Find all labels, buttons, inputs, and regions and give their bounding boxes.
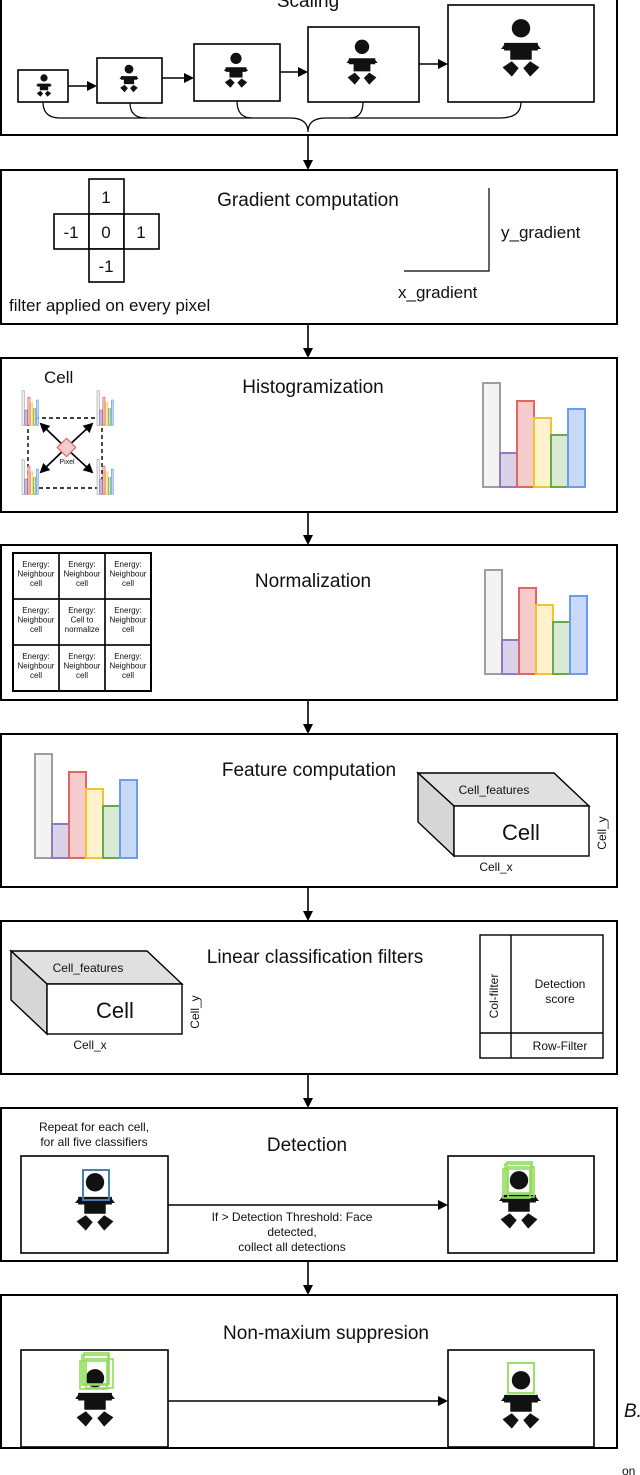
normalization-cell-text: cell xyxy=(76,579,88,588)
cell-outline xyxy=(27,417,103,489)
threshold-line-1: If > Detection Threshold: Face xyxy=(212,1210,373,1224)
feature-stage: Feature computation Cell_features Cell C… xyxy=(0,733,618,888)
normalization-cell-text: cell xyxy=(122,579,134,588)
cell-x-label: Cell_x xyxy=(73,1038,106,1052)
gradient-kernel: 1 -1 0 1 -1 xyxy=(53,178,160,283)
scaling-stage: Scaling xyxy=(0,0,618,136)
normalization-title: Normalization xyxy=(255,571,371,592)
cell-block: Cell_features Cell Cell_x Cell_y xyxy=(416,771,609,874)
normalization-cell-text: Energy: xyxy=(68,606,96,615)
threshold-line-3: collect all detections xyxy=(238,1240,345,1254)
threshold-line-2: detected, xyxy=(267,1225,316,1239)
normalization-cell-text: cell xyxy=(30,579,42,588)
normalization-cell-text: Neighbour xyxy=(64,662,101,671)
row-filter-label: Row-Filter xyxy=(533,1039,588,1053)
candidate-boxes xyxy=(502,1161,535,1199)
kernel-right: 1 xyxy=(136,223,145,242)
score-label-2: score xyxy=(545,992,575,1006)
linear-title: Linear classification filters xyxy=(207,947,423,968)
normalization-cell-text: normalize xyxy=(65,625,100,634)
cell-block: Cell_features Cell Cell_x Cell_y xyxy=(9,949,202,1052)
normalization-cell-text: Neighbour xyxy=(110,570,147,579)
normalization-cell-text: Energy: xyxy=(68,560,96,569)
candidate-boxes xyxy=(79,1352,114,1390)
detection-note-2: for all five classifiers xyxy=(40,1135,147,1149)
gradient-title: Gradient computation xyxy=(217,190,399,211)
cell-y-label: Cell_y xyxy=(188,995,202,1028)
x-gradient-label: x_gradient xyxy=(398,283,478,302)
linear-stage: Linear classification filters Cell_featu… xyxy=(0,920,618,1075)
normalization-cell-text: Energy: xyxy=(22,606,50,615)
kernel-caption: filter applied on every pixel xyxy=(9,296,210,315)
cell-x-label: Cell_x xyxy=(479,860,512,874)
kernel-bottom: -1 xyxy=(98,257,113,276)
histogram-title: Histogramization xyxy=(242,377,384,398)
normalization-grid: Energy:NeighbourcellEnergy:Neighbourcell… xyxy=(12,552,152,692)
normalization-cell-text: Cell to xyxy=(71,616,94,625)
kernel-left: -1 xyxy=(63,223,78,242)
cell-label: Cell xyxy=(44,368,73,387)
feature-title: Feature computation xyxy=(222,760,396,781)
normalization-cell-text: Neighbour xyxy=(110,616,147,625)
detection-window xyxy=(82,1169,110,1201)
normalization-cell-text: Neighbour xyxy=(18,570,55,579)
pixel-marker xyxy=(56,437,77,458)
normalization-cell-text: cell xyxy=(30,625,42,634)
normalization-cell-text: cell xyxy=(122,671,134,680)
cell-front-label: Cell xyxy=(502,820,540,845)
normalization-cell-text: Energy: xyxy=(114,606,142,615)
score-label-1: Detection xyxy=(535,977,586,991)
normalization-cell-text: Neighbour xyxy=(64,570,101,579)
gradient-axes xyxy=(404,188,490,272)
cell-features-label: Cell_features xyxy=(53,961,124,975)
histogram-stage: Histogramization Cell Pixel xyxy=(0,357,618,513)
nms-title: Non-maxium suppresion xyxy=(223,1323,429,1344)
cell-features-label: Cell_features xyxy=(459,783,530,797)
detection-title: Detection xyxy=(267,1135,347,1156)
normalization-cell-text: Energy: xyxy=(22,652,50,661)
normalization-cell-text: Neighbour xyxy=(18,662,55,671)
cell-y-label: Cell_y xyxy=(595,816,609,849)
normalization-cell-text: cell xyxy=(76,671,88,680)
normalization-stage: Normalization Energy:NeighbourcellEnergy… xyxy=(0,544,618,701)
scaling-title: Scaling xyxy=(277,0,339,12)
filter-matrix: Col-filter Detection score Row-Filter xyxy=(479,934,604,1059)
col-filter-label: Col-filter xyxy=(487,974,501,1019)
kernel-center: 0 xyxy=(101,223,110,242)
normalization-cell-text: Neighbour xyxy=(110,662,147,671)
kernel-top: 1 xyxy=(101,188,110,207)
normalization-cell-text: Energy: xyxy=(68,652,96,661)
edge-letter: B. xyxy=(624,1401,640,1422)
edge-fragment: on xyxy=(622,1464,635,1475)
normalization-cell-text: cell xyxy=(122,625,134,634)
y-gradient-label: y_gradient xyxy=(501,223,581,242)
detection-stage: Detection Repeat for each cell, for all … xyxy=(0,1107,618,1262)
cell-front-label: Cell xyxy=(96,998,134,1023)
pixel-label: Pixel xyxy=(59,459,75,466)
normalization-cell-text: Energy: xyxy=(114,652,142,661)
normalization-cell-text: Energy: xyxy=(114,560,142,569)
detection-note-1: Repeat for each cell, xyxy=(39,1120,149,1134)
gradient-stage: Gradient computation 1 -1 0 1 -1 filter … xyxy=(0,169,618,325)
normalization-cell-text: cell xyxy=(30,671,42,680)
normalization-cell-text: Energy: xyxy=(22,560,50,569)
nms-stage: Non-maxium suppresion xyxy=(0,1294,618,1449)
final-detection xyxy=(507,1362,535,1394)
normalization-cell xyxy=(104,644,152,692)
normalization-cell-text: Neighbour xyxy=(18,616,55,625)
brace xyxy=(42,101,522,133)
